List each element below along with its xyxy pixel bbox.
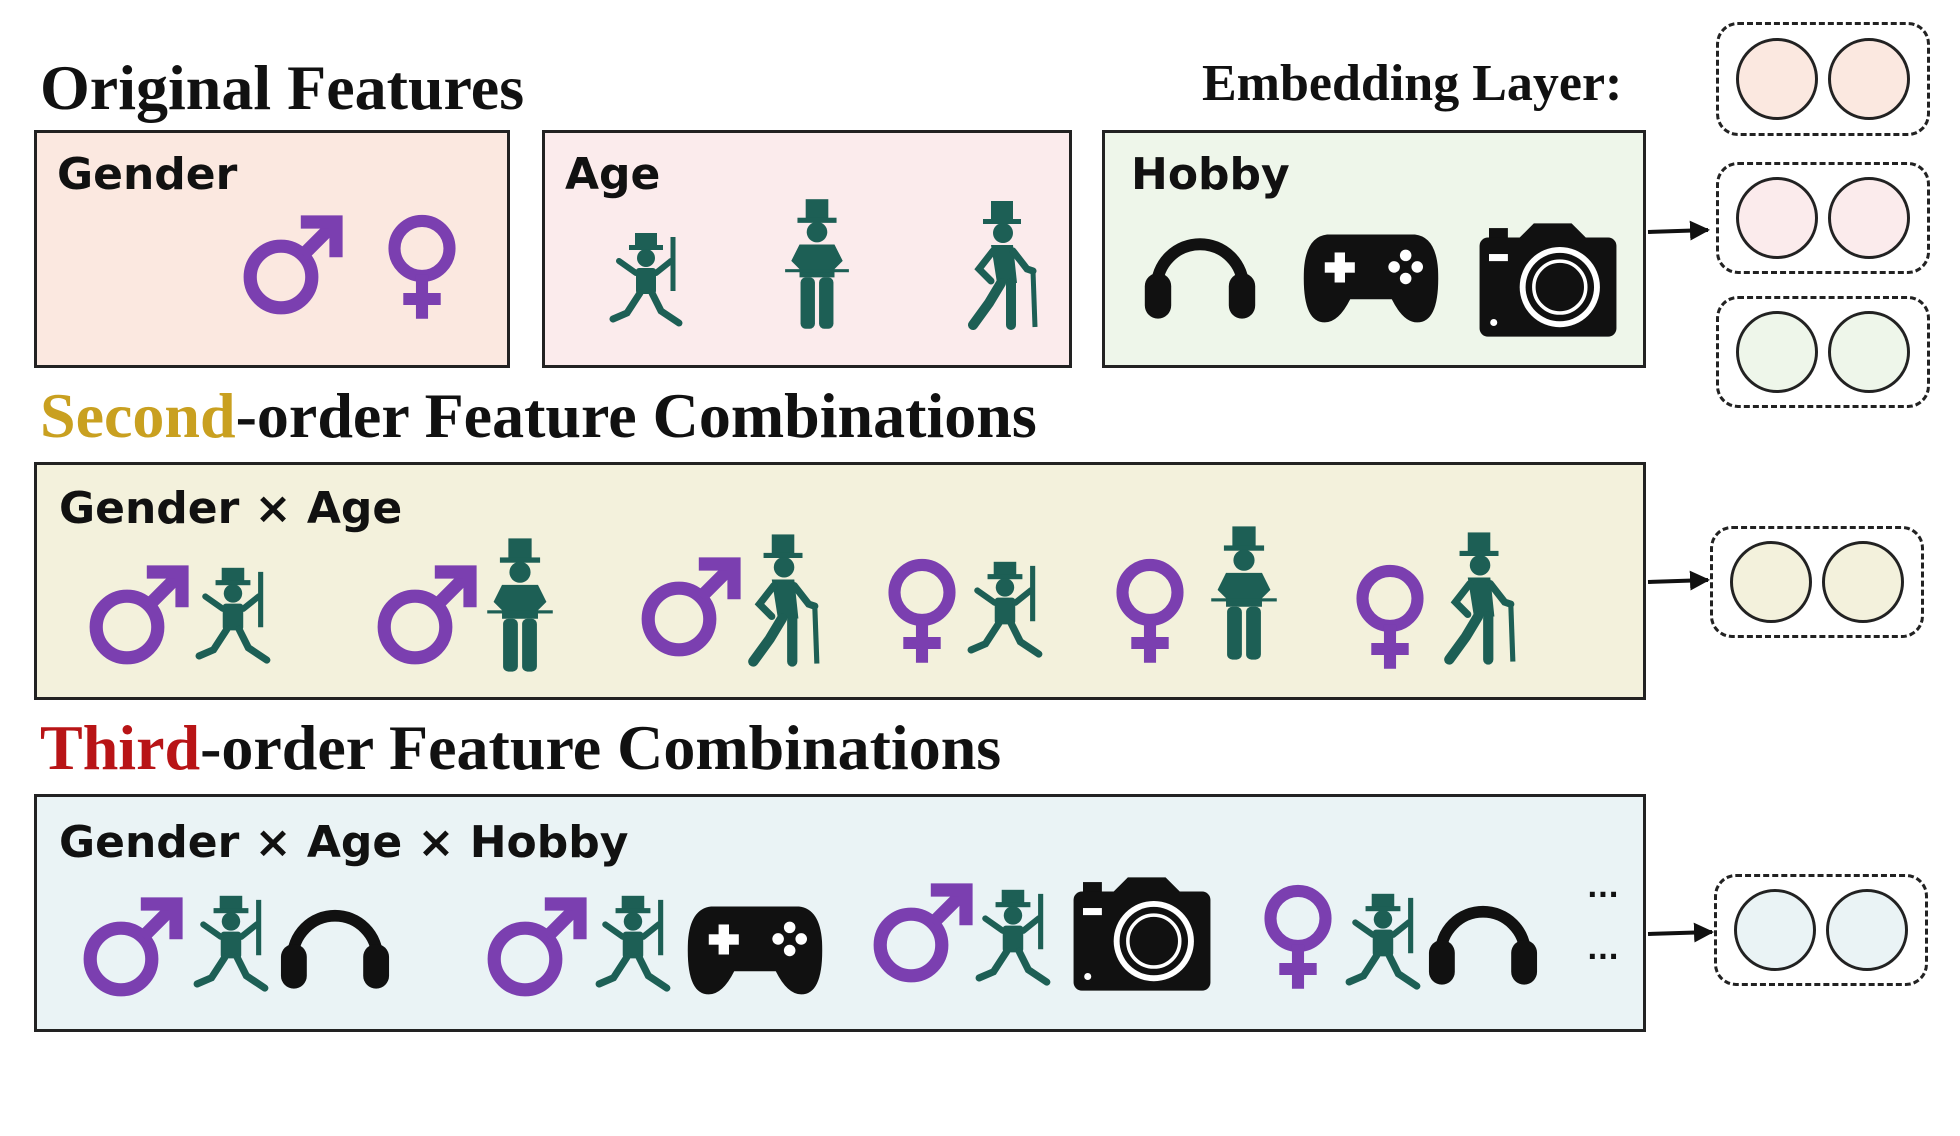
embedding-cell bbox=[1822, 541, 1904, 623]
third-order-rest: -order Feature Combinations bbox=[200, 712, 1002, 783]
embedding-layer-heading: Embedding Layer: bbox=[1202, 55, 1623, 112]
embedding-box-third-order bbox=[1714, 874, 1928, 986]
embedding-cell bbox=[1828, 311, 1910, 393]
second-order-panel-label: Gender × Age bbox=[59, 483, 403, 534]
arrow-third-order bbox=[1647, 922, 1714, 943]
arrow-original bbox=[1647, 220, 1710, 241]
original-features-heading: Original Features bbox=[40, 52, 525, 123]
hobby-panel: Hobby bbox=[1102, 130, 1646, 368]
third-order-accent: Third bbox=[40, 712, 201, 783]
embedding-cell bbox=[1736, 311, 1818, 393]
second-order-rest: -order Feature Combinations bbox=[235, 380, 1037, 451]
ellipsis-bottom: ··· bbox=[1587, 940, 1619, 973]
gender-panel: Gender bbox=[34, 130, 510, 368]
hobby-panel-label: Hobby bbox=[1131, 149, 1290, 200]
embedding-box-gender bbox=[1716, 22, 1930, 136]
age-panel: Age bbox=[542, 130, 1072, 368]
embedding-cell bbox=[1828, 38, 1910, 120]
embedding-cell bbox=[1736, 38, 1818, 120]
second-order-accent: Second bbox=[40, 380, 236, 451]
third-order-panel-label: Gender × Age × Hobby bbox=[59, 817, 629, 868]
ellipsis-top: ··· bbox=[1587, 878, 1619, 911]
third-order-panel: Gender × Age × Hobby ··· ··· bbox=[34, 794, 1646, 1032]
embedding-cell bbox=[1828, 177, 1910, 259]
gender-panel-label: Gender bbox=[57, 149, 238, 200]
second-order-heading: Second-order Feature Combinations bbox=[40, 384, 1037, 448]
embedding-box-second-order bbox=[1710, 526, 1924, 638]
second-order-panel: Gender × Age bbox=[34, 462, 1646, 700]
age-panel-label: Age bbox=[565, 149, 661, 200]
arrow-second-order bbox=[1647, 570, 1710, 591]
embedding-cell bbox=[1736, 177, 1818, 259]
embedding-cell bbox=[1826, 889, 1908, 971]
embedding-box-age bbox=[1716, 162, 1930, 274]
embedding-cell bbox=[1730, 541, 1812, 623]
embedding-box-hobby bbox=[1716, 296, 1930, 408]
third-order-heading: Third-order Feature Combinations bbox=[40, 716, 1001, 780]
embedding-cell bbox=[1734, 889, 1816, 971]
